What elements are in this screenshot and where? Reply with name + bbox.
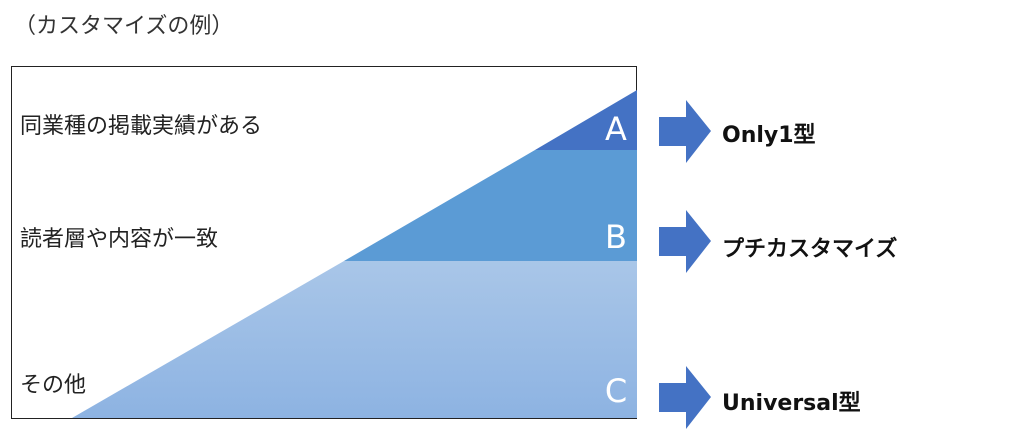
type-label-universal: Universal型 [722, 391, 861, 416]
diagram-caption: （カスタマイズの例） [14, 14, 234, 39]
label-reader-match: 読者層や内容が一致 [20, 227, 219, 252]
type-label-only1: Only1型 [722, 123, 816, 148]
tier-a-letter: A [605, 110, 627, 148]
arrow-a-icon [659, 100, 711, 163]
label-industry-record: 同業種の掲載実績がある [20, 114, 263, 139]
tier-c-letter: C [604, 372, 628, 410]
tier-c-region [72, 261, 637, 418]
arrow-b-icon [659, 210, 711, 273]
label-other: その他 [20, 373, 87, 398]
arrow-c-icon [659, 366, 711, 429]
type-label-petit-customize: プチカスタマイズ [722, 237, 898, 262]
tier-b-region [344, 150, 637, 261]
tier-b-letter: B [605, 218, 627, 256]
tier-a-region [535, 90, 637, 150]
